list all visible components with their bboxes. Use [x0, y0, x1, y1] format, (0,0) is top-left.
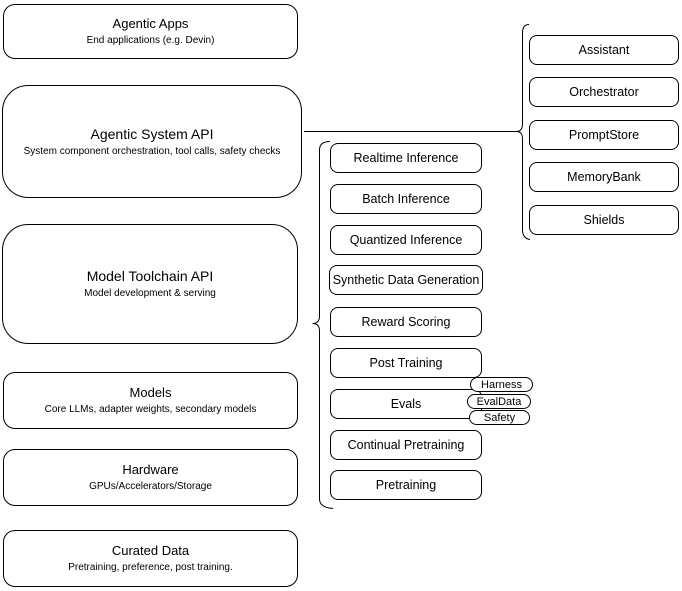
component-orchestrator: Orchestrator [529, 77, 679, 107]
toolchain-item-label: Quantized Inference [349, 233, 463, 247]
component-label: Shields [583, 213, 625, 227]
toolchain-item-label: Reward Scoring [361, 315, 451, 329]
eval-tag-label: EvalData [476, 395, 522, 408]
box-model-toolchain-api: Model Toolchain API Model development & … [2, 224, 298, 344]
box-models: Models Core LLMs, adapter weights, secon… [3, 372, 298, 429]
component-shields: Shields [529, 205, 679, 235]
eval-tag-harness: Harness [470, 377, 533, 392]
toolchain-item-synthetic-data-generation: Synthetic Data Generation [329, 265, 483, 295]
box-models-subtitle: Core LLMs, adapter weights, secondary mo… [44, 404, 257, 415]
toolchain-item-label: Pretraining [375, 478, 437, 492]
toolchain-item-label: Batch Inference [362, 192, 450, 206]
toolchain-item-quantized-inference: Quantized Inference [330, 225, 482, 255]
box-agentic-system-api-title: Agentic System API [90, 125, 214, 142]
box-curated-data-title: Curated Data [111, 543, 190, 558]
toolchain-item-realtime-inference: Realtime Inference [330, 143, 482, 173]
toolchain-item-pretraining: Pretraining [330, 470, 482, 500]
component-assistant: Assistant [529, 35, 679, 65]
component-label: MemoryBank [567, 170, 641, 184]
toolchain-item-label: Post Training [369, 356, 443, 370]
eval-tag-label: Harness [481, 378, 522, 391]
component-promptstore: PromptStore [529, 120, 679, 150]
toolchain-item-label: Realtime Inference [353, 151, 459, 165]
box-agentic-apps-title: Agentic Apps [112, 16, 189, 31]
toolchain-item-batch-inference: Batch Inference [330, 184, 482, 214]
eval-tag-safety: Safety [469, 410, 530, 425]
eval-tag-evaldata: EvalData [467, 394, 531, 409]
toolchain-item-label: Evals [390, 397, 422, 411]
box-curated-data: Curated Data Pretraining, preference, po… [3, 530, 298, 587]
box-agentic-apps: Agentic Apps End applications (e.g. Devi… [3, 4, 298, 59]
component-label: PromptStore [568, 128, 640, 142]
toolchain-item-post-training: Post Training [330, 348, 482, 378]
box-model-toolchain-api-title: Model Toolchain API [86, 268, 214, 284]
box-hardware: Hardware GPUs/Accelerators/Storage [3, 449, 298, 506]
toolchain-item-label: Synthetic Data Generation [332, 273, 480, 287]
eval-tag-label: Safety [483, 411, 516, 424]
toolchain-item-continual-pretraining: Continual Pretraining [330, 430, 482, 460]
box-curated-data-subtitle: Pretraining, preference, post training. [68, 562, 233, 573]
box-models-title: Models [129, 385, 172, 400]
component-label: Assistant [578, 43, 630, 57]
box-model-toolchain-api-subtitle: Model development & serving [84, 288, 216, 299]
toolchain-item-reward-scoring: Reward Scoring [330, 307, 482, 337]
box-agentic-apps-subtitle: End applications (e.g. Devin) [86, 35, 215, 46]
component-memorybank: MemoryBank [529, 162, 679, 192]
toolchain-item-evals: Evals [330, 389, 482, 419]
toolchain-item-label: Continual Pretraining [347, 438, 465, 452]
box-agentic-system-api: Agentic System API System component orch… [2, 85, 302, 198]
component-label: Orchestrator [569, 85, 639, 99]
box-hardware-subtitle: GPUs/Accelerators/Storage [89, 481, 212, 492]
components-brace [516, 24, 531, 240]
box-hardware-title: Hardware [122, 462, 179, 477]
box-agentic-system-api-subtitle: System component orchestration, tool cal… [23, 145, 281, 157]
